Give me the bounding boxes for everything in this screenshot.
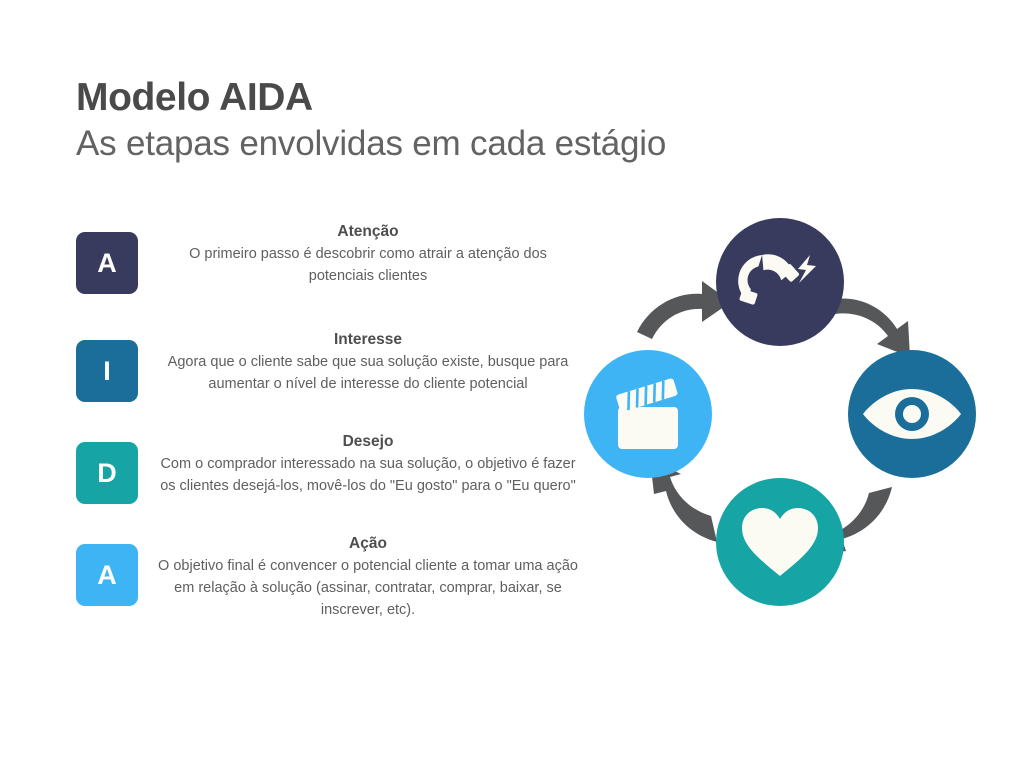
- clapperboard-icon: [616, 378, 678, 449]
- step-badge-interesse: I: [76, 340, 138, 402]
- page-title: Modelo AIDA: [76, 76, 313, 119]
- step-title-acao: Ação: [349, 535, 387, 552]
- step-description-acao: O objetivo final é convencer o potencial…: [158, 558, 578, 618]
- page-title-block: Modelo AIDA As etapas envolvidas em cada…: [76, 76, 666, 164]
- step-badge-atencao: A: [76, 232, 138, 294]
- cycle-node-atencao: [716, 218, 844, 346]
- step-text-atencao: Atenção O primeiro passo é descobrir com…: [138, 222, 586, 288]
- step-text-desejo: Desejo Com o comprador interessado na su…: [138, 432, 586, 498]
- arrow-bottom-to-left: [650, 459, 717, 542]
- step-text-interesse: Interesse Agora que o cliente sabe que s…: [138, 330, 586, 396]
- aida-steps-list: A Atenção O primeiro passo é descobrir c…: [76, 222, 586, 621]
- step-description-desejo: Com o comprador interessado na sua soluç…: [160, 456, 576, 494]
- eye-icon: [863, 389, 961, 439]
- cycle-node-interesse: [848, 350, 976, 478]
- arrow-left-to-top: [637, 281, 731, 339]
- list-item: I Interesse Agora que o cliente sabe que…: [76, 330, 586, 402]
- cycle-circle-atencao: [716, 218, 844, 346]
- step-badge-desejo: D: [76, 442, 138, 504]
- aida-cycle-diagram: [580, 214, 980, 614]
- list-item: A Atenção O primeiro passo é descobrir c…: [76, 222, 586, 294]
- step-description-interesse: Agora que o cliente sabe que sua solução…: [167, 354, 569, 392]
- page-subtitle: As etapas envolvidas em cada estágio: [76, 123, 667, 163]
- list-item: D Desejo Com o comprador interessado na …: [76, 432, 586, 504]
- step-title-atencao: Atenção: [337, 223, 399, 240]
- cycle-node-acao: [584, 350, 712, 478]
- step-badge-acao: A: [76, 544, 138, 606]
- step-title-interesse: Interesse: [333, 331, 403, 348]
- step-text-acao: Ação O objetivo final é convencer o pote…: [138, 534, 586, 621]
- magnet-icon: [738, 254, 800, 305]
- arrow-top-to-right: [829, 298, 910, 357]
- heart-icon: [742, 508, 818, 576]
- step-title-desejo: Desejo: [342, 433, 394, 450]
- list-item: A Ação O objetivo final é convencer o po…: [76, 534, 586, 621]
- step-description-atencao: O primeiro passo é descobrir como atrair…: [189, 246, 547, 284]
- lightning-bolt-icon: [798, 255, 816, 283]
- cycle-node-desejo: [716, 478, 844, 606]
